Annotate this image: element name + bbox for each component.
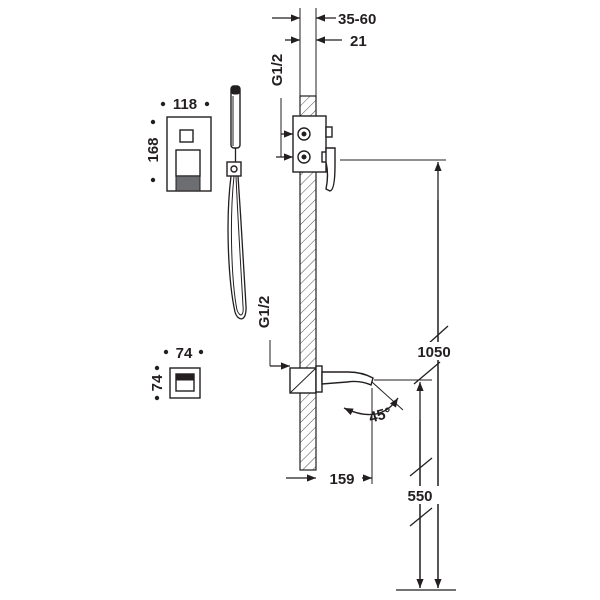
dim-label-mixer-height: 1050 <box>417 344 450 361</box>
dim-label-wall-depth: 21 <box>350 33 367 50</box>
dim-dot <box>160 101 166 107</box>
valve-upper-core <box>301 131 307 137</box>
dim-dot <box>204 101 210 107</box>
thread-callout-lower: G1/2 <box>256 296 290 370</box>
mixer-height-dimension: 1050 <box>411 162 457 588</box>
break-mark <box>409 507 433 527</box>
spout-projection-dimension: 159 <box>286 388 373 488</box>
dim-label-spout-height: 550 <box>407 488 432 505</box>
thread-label-lower: G1/2 <box>256 296 273 329</box>
valve-lower-core <box>301 154 307 160</box>
label-backdrop <box>411 342 457 360</box>
dim-label-plate-height: 168 <box>145 137 162 162</box>
dim-label-spout-projection: 159 <box>329 471 354 488</box>
shower-holder-screw <box>230 165 238 173</box>
dim-dot <box>154 365 160 371</box>
dim-dot <box>198 349 204 355</box>
angle-label: 45° <box>367 404 393 426</box>
thread-label-upper: G1/2 <box>269 54 286 87</box>
spout-body <box>321 371 374 386</box>
dim-dot <box>163 349 169 355</box>
wall-dimensions: 35-60 21 <box>272 8 376 96</box>
label-backdrop <box>401 486 439 504</box>
mixer-body <box>292 115 446 192</box>
dim-label-diverter-height: 74 <box>149 374 166 391</box>
mixer-cap <box>325 126 333 138</box>
hand-shower-icon <box>226 85 247 320</box>
hand-shower-head <box>230 85 241 95</box>
diverter-button <box>179 129 194 143</box>
mixer-plate-icon: 118 168 <box>145 96 212 192</box>
dim-dot <box>154 395 160 401</box>
hand-shower-handle <box>230 85 241 149</box>
mixer-lever-handle <box>325 147 336 192</box>
plate-lever <box>175 149 201 177</box>
spout-icon <box>289 365 432 394</box>
dim-dot <box>150 119 156 125</box>
break-mark <box>413 361 441 385</box>
diverter-plate-icon: 74 74 <box>149 345 204 401</box>
diverter-knob-top <box>175 373 195 381</box>
mixer-box <box>292 115 327 173</box>
dim-label-diverter-width: 74 <box>176 345 193 362</box>
spout-box-diagonal <box>289 367 317 394</box>
dim-label-plate-width: 118 <box>173 96 197 113</box>
shower-hose <box>227 175 247 320</box>
break-mark <box>427 325 449 345</box>
dim-label-wall-range: 35-60 <box>338 11 376 28</box>
spout-flange <box>315 365 323 393</box>
thread-callout-upper: G1/2 <box>269 54 293 161</box>
spout-height-dimension: 550 <box>401 382 439 588</box>
dim-dot <box>150 177 156 183</box>
break-mark <box>409 457 433 477</box>
angle-callout: 45° <box>343 381 404 427</box>
shower-hose-inner <box>230 175 244 316</box>
plate-lever-tip <box>175 175 201 192</box>
angle-arc <box>343 397 399 416</box>
